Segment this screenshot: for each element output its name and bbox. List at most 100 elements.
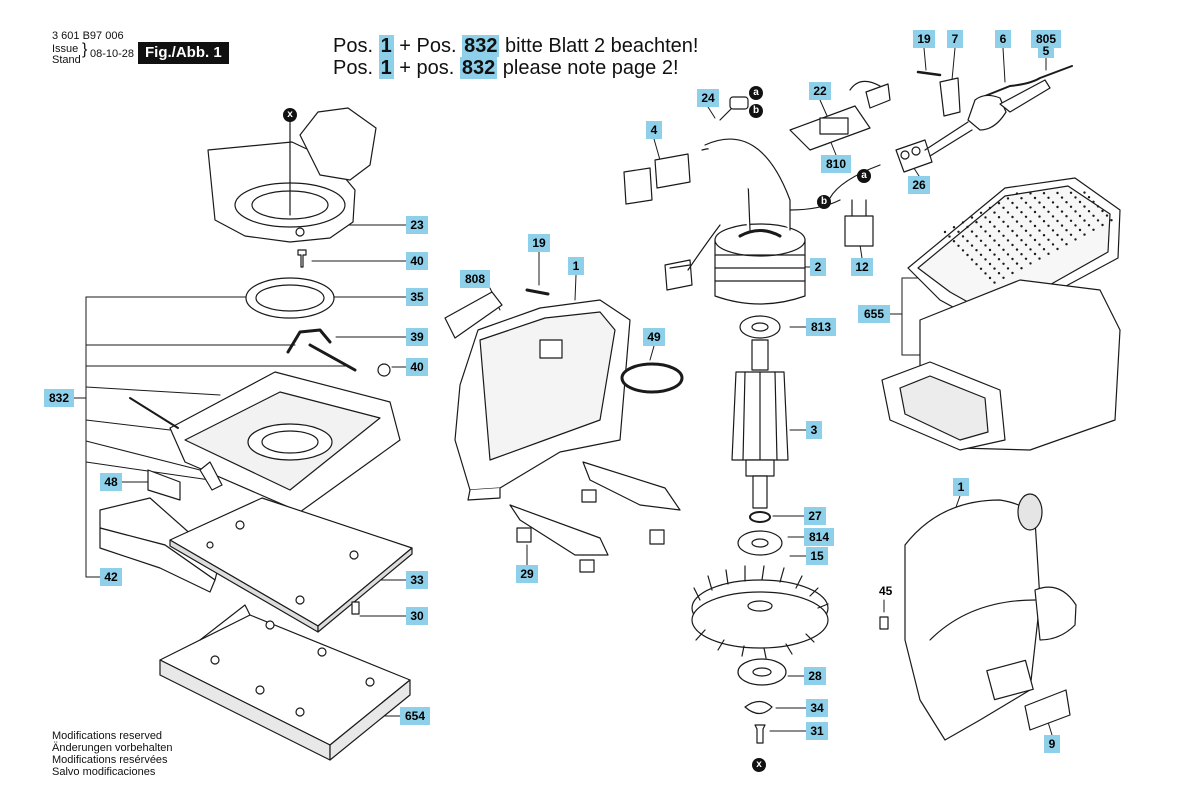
callout-1: 1 (568, 257, 584, 275)
callout-31: 31 (806, 722, 828, 740)
note-mid: + Pos. (393, 35, 463, 57)
bearing-814-part (737, 530, 783, 556)
note-position-1: 1 (378, 35, 394, 57)
callout-814: 814 (804, 528, 834, 546)
callout-2: 2 (810, 258, 826, 276)
stand-label: Stand (52, 54, 81, 66)
clamp-part (99, 497, 221, 593)
callout-40: 40 (406, 358, 428, 376)
footer-line: Modifications resérvées (52, 754, 168, 766)
connection-marker-b: b (817, 195, 831, 209)
figure-label: Fig./Abb. 1 (138, 42, 229, 64)
callout-33: 33 (406, 571, 428, 589)
callout-29: 29 (516, 565, 538, 583)
belt-49-part (620, 362, 684, 394)
note-mid: + pos. (393, 57, 460, 79)
note-prefix: Pos. (333, 57, 379, 79)
callout-3: 3 (806, 421, 822, 439)
callout-39: 39 (406, 328, 428, 346)
brace-glyph: } (82, 41, 88, 58)
interference-module-part (789, 80, 891, 247)
callout-24: 24 (697, 89, 719, 107)
screw-30-part (351, 601, 360, 615)
footer-line: Änderungen vorbehalten (52, 742, 173, 754)
label-808-part (444, 291, 503, 339)
note-position-832: 832 (462, 35, 500, 57)
cable-part (916, 65, 1073, 131)
washer-27-part (749, 511, 771, 523)
plug-45-part (879, 616, 889, 630)
callout-19: 19 (913, 30, 935, 48)
connection-marker-b: b (749, 104, 763, 118)
callout-15: 15 (806, 547, 828, 565)
base-plate-part (129, 371, 401, 513)
screw-19-part (525, 288, 550, 296)
modifications-footer: Modifications reserved Änderungen vorbeh… (52, 730, 172, 778)
callout-810: 810 (821, 155, 851, 173)
switch-part (623, 96, 791, 291)
callout-23: 23 (406, 216, 428, 234)
connection-marker-x: x (752, 758, 766, 772)
callout-34: 34 (806, 699, 828, 717)
dust-cap-part (207, 107, 377, 243)
callout-27: 27 (804, 507, 826, 525)
callout-45: 45 (879, 584, 893, 598)
callout-19: 19 (528, 234, 550, 252)
callout-30: 30 (406, 607, 428, 625)
label-9-part (1024, 689, 1071, 731)
callout-48: 48 (100, 473, 122, 491)
callout-813: 813 (806, 318, 836, 336)
terminal-block-part (895, 121, 973, 173)
callout-832: 832 (44, 389, 74, 407)
note-prefix: Pos. (333, 35, 379, 57)
housing-half-part (454, 299, 631, 501)
callout-28: 28 (804, 667, 826, 685)
dust-box-perforation (943, 191, 1113, 284)
note-suffix: bitte Blatt 2 beachten! (499, 35, 699, 57)
callout-35: 35 (406, 288, 428, 306)
connection-marker-a: a (749, 86, 763, 100)
callout-49: 49 (643, 328, 665, 346)
field-coil-part (714, 223, 806, 305)
callout-12: 12 (851, 258, 873, 276)
bearing-28-part (737, 658, 787, 686)
armature-part (731, 339, 789, 509)
bearing-813-part (739, 315, 781, 339)
document-number: 3 601 B97 006 (52, 30, 124, 42)
callout-808: 808 (460, 270, 490, 288)
callout-655: 655 (858, 305, 890, 323)
callout-5: 5 (1038, 44, 1054, 58)
callout-40: 40 (406, 252, 428, 270)
sanding-pad-part (159, 604, 411, 761)
screw-31-part (754, 724, 766, 744)
note-position-1: 1 (378, 57, 394, 79)
note-suffix: please note page 2! (497, 57, 679, 79)
assembled-housing-part (904, 493, 1077, 741)
feet-part (509, 461, 681, 573)
callout-805: 805 (1031, 30, 1061, 48)
callout-22: 22 (809, 82, 831, 100)
callout-7: 7 (947, 30, 963, 48)
callout-6: 6 (995, 30, 1011, 48)
callout-654: 654 (400, 707, 430, 725)
connection-marker-x: x (283, 108, 297, 122)
callout-26: 26 (908, 176, 930, 194)
note-line-english: Pos. 1 + pos. 832 please note page 2! (333, 56, 679, 80)
callout-9: 9 (1044, 735, 1060, 753)
note-line-german: Pos. 1 + Pos. 832 bitte Blatt 2 beachten… (333, 34, 698, 58)
callout-42: 42 (100, 568, 122, 586)
dust-box-part (881, 177, 1121, 451)
footer-line: Modifications reserved (52, 730, 163, 742)
fan-part (691, 565, 829, 659)
footer-line: Salvo modificaciones (52, 766, 156, 778)
issue-label: Issue (52, 43, 79, 55)
note-position-832: 832 (459, 57, 498, 79)
callout-4: 4 (646, 121, 662, 139)
plate-part (169, 497, 413, 633)
connection-marker-a: a (857, 169, 871, 183)
callout-1: 1 (953, 478, 969, 496)
screw-and-ring-parts (245, 249, 391, 377)
issue-date: 08-10-28 (90, 48, 135, 60)
